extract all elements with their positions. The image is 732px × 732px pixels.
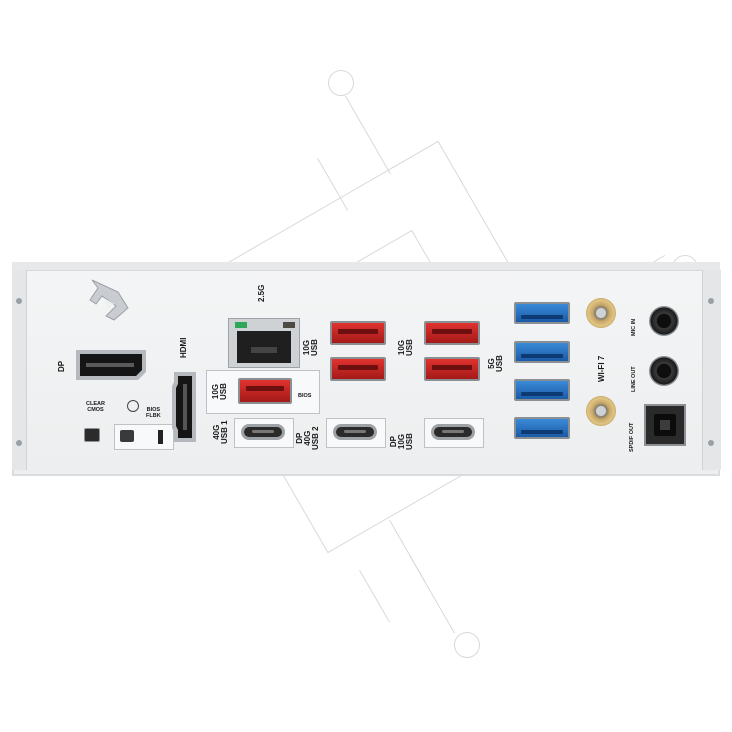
usb-c2-port[interactable]	[333, 424, 377, 440]
displayport-port[interactable]	[74, 348, 148, 382]
wifi-antenna-connector-1[interactable]	[586, 298, 616, 328]
usb-5g-port-1[interactable]	[514, 302, 570, 324]
bios-flbk-button[interactable]	[120, 430, 134, 442]
watermark-circle-bottom	[454, 632, 480, 658]
usb-5g-port-4[interactable]	[514, 417, 570, 439]
mic-in-jack[interactable]	[649, 306, 679, 336]
clear-cmos-label: CLEAR CMOS	[86, 401, 105, 413]
lan-label: 2.5G	[257, 284, 266, 302]
wifi-label: WI-FI 7	[597, 355, 606, 382]
usb-10g-label-right: 10G USB	[397, 339, 414, 356]
screw-hole-icon	[16, 298, 22, 304]
usb-10g-label-mid: 10G USB	[302, 339, 319, 356]
lan-led-amber	[283, 322, 295, 328]
screw-hole-icon	[16, 440, 22, 446]
panel-top-lip	[12, 262, 720, 271]
spdif-out-port[interactable]	[644, 404, 686, 446]
screw-hole-icon	[708, 298, 714, 304]
line-out-label: LINE OUT	[631, 366, 637, 392]
usb-5g-port-3[interactable]	[514, 379, 570, 401]
usb-c1-label: 40G USB 1	[212, 420, 229, 444]
screw-hole-icon	[708, 440, 714, 446]
bios-flbk-frame	[114, 424, 174, 450]
lan-led-green	[235, 322, 247, 328]
usb-10g-label-left: 10G USB	[211, 383, 228, 400]
usb-10g-port-4[interactable]	[424, 357, 480, 381]
watermark-circle-top	[328, 70, 354, 96]
usb-c3-port[interactable]	[431, 424, 475, 440]
lan-port[interactable]	[228, 318, 300, 368]
bios-flbk-icon	[127, 400, 139, 412]
hdmi-label: HDMI	[179, 337, 188, 358]
rog-eye-logo-icon	[89, 279, 129, 321]
wifi-antenna-connector-2[interactable]	[586, 396, 616, 426]
usb-10g-bios-port[interactable]	[238, 378, 292, 404]
usb-5g-label: 5G USB	[487, 355, 504, 372]
bios-flbk-led	[158, 430, 163, 444]
usb-5g-port-2[interactable]	[514, 341, 570, 363]
bios-label: BIOS	[298, 393, 312, 399]
usb-10g-port-1[interactable]	[330, 321, 386, 345]
panel-right-flange	[702, 270, 721, 470]
bios-usb-frame	[206, 370, 320, 414]
usb-c1-port[interactable]	[241, 424, 285, 440]
spdif-label: SPDIF OUT	[629, 422, 635, 452]
usb-10g-port-3[interactable]	[424, 321, 480, 345]
clear-cmos-button[interactable]	[84, 428, 100, 442]
usb-10g-port-2[interactable]	[330, 357, 386, 381]
usb-c2-label: DP 40G USB 2	[295, 426, 320, 450]
hdmi-port[interactable]	[170, 370, 200, 444]
panel-left-flange	[12, 270, 27, 470]
bios-flbk-label: BIOS FLBK	[146, 407, 161, 419]
mic-in-label: MIC IN	[631, 318, 637, 336]
dp-label: DP	[57, 360, 66, 372]
line-out-jack[interactable]	[649, 356, 679, 386]
usb-c3-label: DP 10G USB	[389, 433, 414, 450]
